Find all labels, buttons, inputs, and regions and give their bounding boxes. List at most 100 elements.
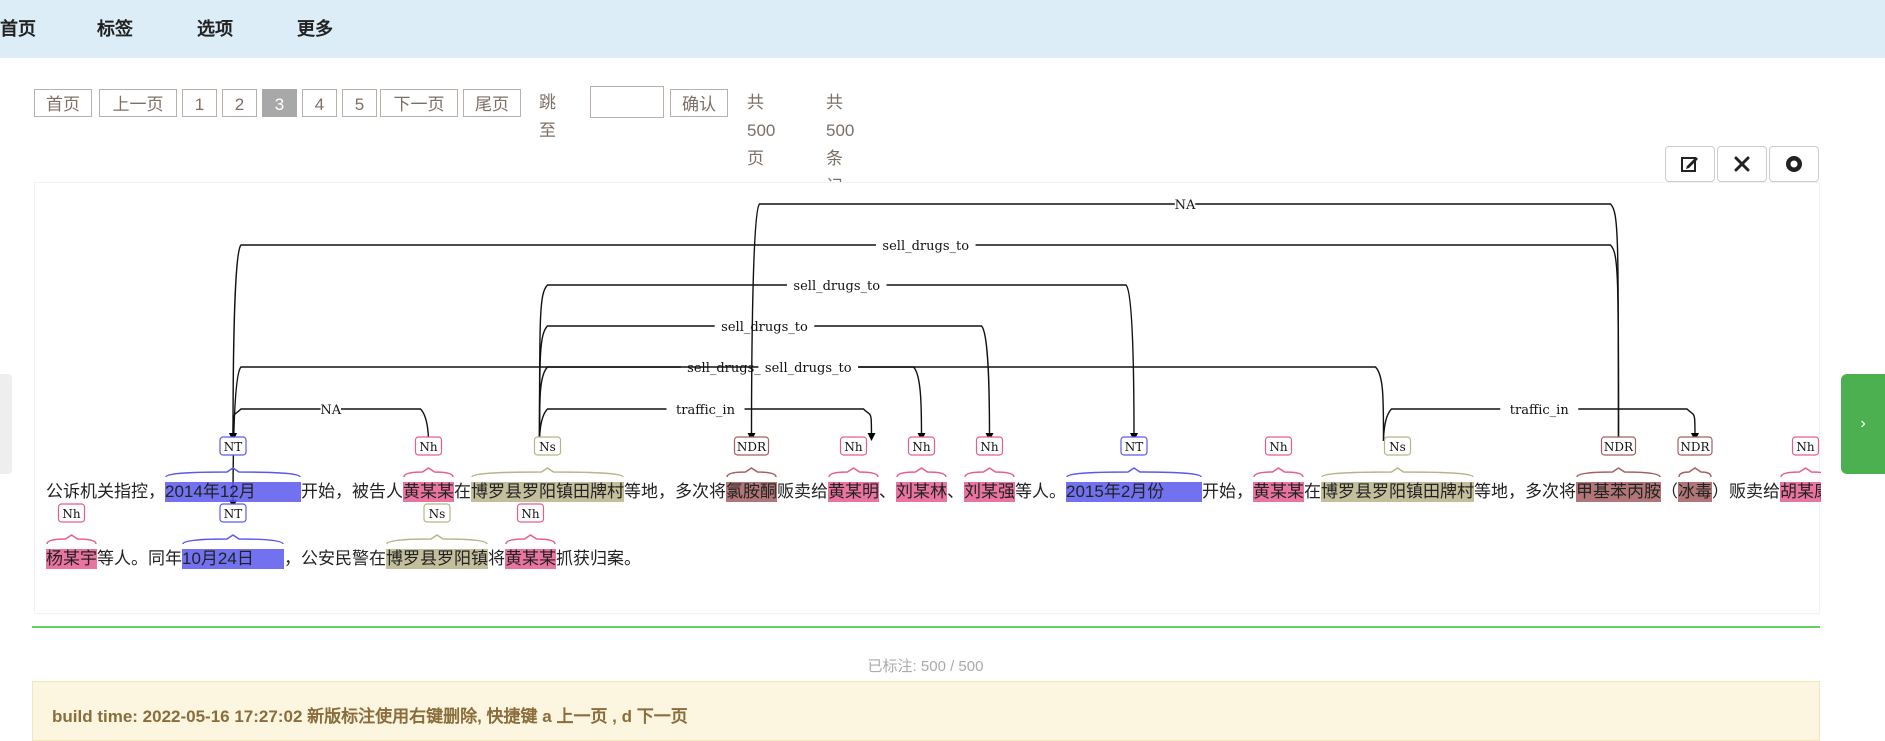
- sentence-fragment: 公诉机关指控，: [46, 482, 165, 501]
- entity-highlight[interactable]: [1253, 482, 1304, 502]
- entity-highlight[interactable]: [505, 549, 556, 569]
- entity-type-tag[interactable]: [1383, 436, 1412, 456]
- entity-type-tag[interactable]: [533, 436, 562, 456]
- entity-type-tag[interactable]: [733, 436, 770, 456]
- relation-label[interactable]: sell_drugs_to: [882, 239, 969, 254]
- entity-type-tag[interactable]: [975, 436, 1004, 456]
- left-side-tab[interactable]: [0, 374, 12, 474]
- entity-highlight[interactable]: [1678, 482, 1712, 502]
- entity-type-label: Nh: [419, 440, 438, 454]
- sentence-fragment: （: [1661, 482, 1678, 501]
- entity-highlight[interactable]: [1066, 482, 1202, 502]
- entity-type-tag[interactable]: [414, 436, 443, 456]
- entity-type-label: NDR: [737, 440, 767, 454]
- entity-text[interactable]: 刘某强: [964, 482, 1015, 501]
- entity-highlight[interactable]: [828, 482, 879, 502]
- relation-label[interactable]: sell_drugs_to: [765, 361, 852, 376]
- relation-label[interactable]: NA: [320, 403, 341, 418]
- next-document-button[interactable]: ›: [1841, 374, 1885, 474]
- entity-highlight[interactable]: [471, 482, 624, 502]
- relation-label[interactable]: traffic_in: [1510, 403, 1570, 418]
- entity-text[interactable]: 杨某宇: [46, 549, 97, 568]
- relation-label[interactable]: NA: [1175, 198, 1196, 213]
- entity-highlight[interactable]: [386, 549, 488, 569]
- last-page-button[interactable]: 尾页: [463, 89, 521, 117]
- entity-text[interactable]: 2014年12月: [165, 482, 256, 501]
- entity-text[interactable]: 博罗县罗阳镇田牌村: [471, 482, 624, 501]
- page-5-button[interactable]: 5: [342, 89, 377, 117]
- first-page-button[interactable]: 首页: [34, 89, 92, 117]
- nav-more[interactable]: 更多: [297, 19, 333, 39]
- entity-text[interactable]: 博罗县罗阳镇田牌村: [1321, 482, 1474, 501]
- relation-label[interactable]: sell_drugs_to: [793, 279, 880, 294]
- prev-page-button[interactable]: 上一页: [99, 89, 177, 117]
- entity-text[interactable]: 刘某林: [896, 482, 947, 501]
- relation-label-bg: [320, 401, 341, 416]
- entity-type-tag[interactable]: [1264, 436, 1293, 456]
- sentence-text: 公诉机关指控，2014年12月开始，被告人黄某某在博罗县罗阳镇田牌村等地，多次将…: [46, 482, 1821, 568]
- entity-type-tag[interactable]: [907, 436, 936, 456]
- entity-brace: [1253, 467, 1304, 478]
- nav-home[interactable]: 首页: [0, 19, 36, 39]
- entity-highlight[interactable]: [1576, 482, 1661, 502]
- relation-label-bg: [1500, 401, 1579, 416]
- nav-options[interactable]: 选项: [197, 19, 233, 39]
- jump-page-input[interactable]: [590, 86, 664, 118]
- confirm-button[interactable]: 确认: [670, 89, 728, 117]
- entity-text[interactable]: 氯胺酮: [726, 482, 777, 501]
- page-4-button[interactable]: 4: [302, 89, 337, 117]
- entity-brace: [165, 467, 301, 478]
- entity-text[interactable]: 甲基苯丙胺: [1576, 482, 1661, 501]
- entity-highlight[interactable]: [165, 482, 301, 502]
- entity-type-tag[interactable]: [516, 503, 545, 523]
- entity-brace: [896, 467, 947, 478]
- nav-tags[interactable]: 标签: [97, 19, 133, 39]
- entity-type-label: NT: [1125, 440, 1144, 454]
- entity-highlight[interactable]: [964, 482, 1015, 502]
- entity-text[interactable]: 黄某某: [1253, 482, 1304, 501]
- entity-text[interactable]: 黄某某: [403, 482, 454, 501]
- entity-type-tag[interactable]: [219, 503, 247, 523]
- entity-type-tag[interactable]: [1791, 436, 1820, 456]
- entity-text[interactable]: 博罗县罗阳镇: [386, 549, 488, 568]
- relation-label[interactable]: traffic_in: [676, 403, 736, 418]
- entity-brace: [182, 534, 284, 545]
- entity-type-tag[interactable]: [57, 503, 86, 523]
- entity-highlight[interactable]: [46, 549, 97, 569]
- entity-highlight[interactable]: [896, 482, 947, 502]
- relation-label-bg: [758, 359, 859, 374]
- page-3-button[interactable]: 3: [262, 89, 297, 117]
- entity-brace: [386, 534, 488, 545]
- relation-arc[interactable]: [229, 244, 1620, 442]
- sentence-fragment: ）贩卖给: [1712, 482, 1780, 501]
- next-page-button[interactable]: 下一页: [380, 89, 458, 117]
- close-button[interactable]: [1717, 146, 1767, 182]
- entity-text[interactable]: 10月24日: [182, 549, 254, 568]
- settings-button[interactable]: [1769, 146, 1819, 182]
- entity-brace: [726, 467, 777, 478]
- entity-highlight[interactable]: [182, 549, 284, 569]
- entity-text[interactable]: 黄某明: [828, 482, 879, 501]
- entity-text[interactable]: 2015年2月份: [1066, 482, 1164, 501]
- entity-type-label: Nh: [844, 440, 863, 454]
- edit-button[interactable]: [1665, 146, 1715, 182]
- entity-text[interactable]: 冰毒: [1678, 482, 1712, 501]
- entity-highlight[interactable]: [1321, 482, 1474, 502]
- entity-highlight[interactable]: [403, 482, 454, 502]
- entity-type-tag[interactable]: [1677, 436, 1713, 456]
- relation-label[interactable]: sell_drugs_to: [721, 320, 808, 335]
- entity-type-tag[interactable]: [1120, 436, 1148, 456]
- entity-type-tag[interactable]: [219, 436, 247, 456]
- page-1-button[interactable]: 1: [182, 89, 217, 117]
- entity-type-tag[interactable]: [423, 503, 451, 523]
- entity-type-tag[interactable]: [1600, 436, 1637, 456]
- entity-text[interactable]: 黄某某: [505, 549, 556, 568]
- entity-type-tag[interactable]: [839, 436, 868, 456]
- chevron-right-icon: ›: [1860, 415, 1866, 432]
- entity-highlight[interactable]: [726, 482, 777, 502]
- entity-text[interactable]: 胡某康: [1780, 482, 1821, 501]
- page-2-button[interactable]: 2: [222, 89, 257, 117]
- entity-highlight[interactable]: [1780, 482, 1821, 502]
